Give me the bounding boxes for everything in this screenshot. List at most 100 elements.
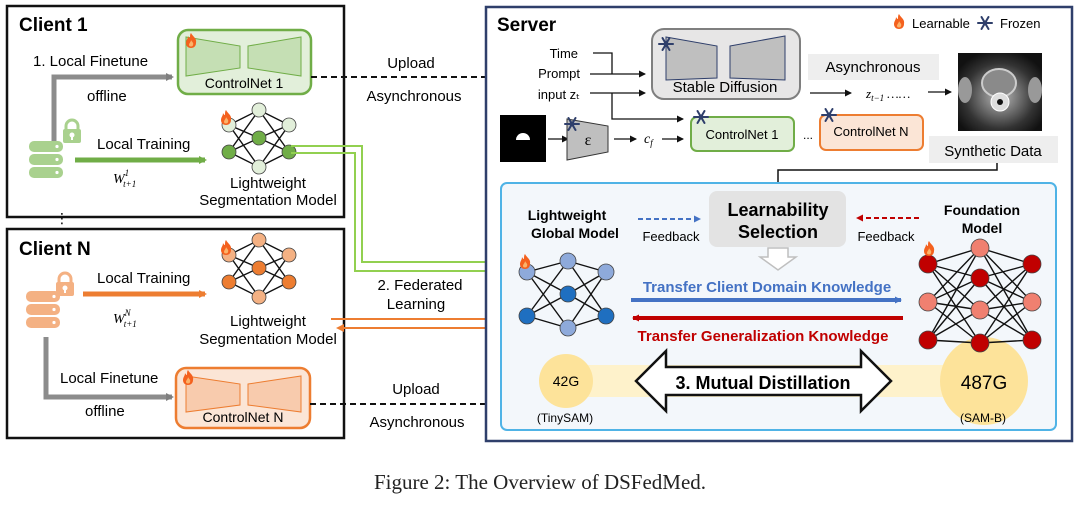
foundation-label-2: Model [962, 220, 1002, 236]
network-node [918, 254, 938, 274]
server-panel: Server Learnable Frozen Time Prompt inpu… [484, 5, 1074, 443]
network-node [221, 144, 237, 160]
sam-b-name: (SAM-B) [960, 411, 1006, 425]
client-n-controlnet-label: ControlNet N [203, 409, 284, 425]
synthetic-data-box [929, 136, 1058, 163]
tinysam-size: 42G [553, 373, 579, 389]
client-n-controlnet[interactable]: ControlNet N [174, 366, 312, 430]
network-node [559, 285, 577, 303]
network-edge [927, 263, 981, 311]
network-edge [979, 263, 1033, 311]
network-node [251, 130, 267, 146]
feedback-label-left: Feedback [642, 229, 700, 244]
network-edge [979, 309, 1033, 341]
learnability-selection-block[interactable]: Learnability Selection [709, 191, 846, 247]
client-1-finetune-label: 1. Local Finetune [33, 53, 148, 70]
network-node [251, 260, 267, 276]
synthetic-data-label: Synthetic Data [944, 143, 1042, 160]
network-node [518, 307, 536, 325]
network-edge [927, 301, 981, 344]
client-n-offline-label: offline [85, 403, 125, 420]
global-model-network [518, 252, 615, 337]
server-controlnet-1[interactable]: ControlNet 1 [690, 116, 795, 152]
upload-label-top: Upload [387, 55, 435, 72]
network-node [281, 117, 297, 133]
federated-link-up-2 [291, 152, 518, 275]
input-time: Time [550, 46, 578, 61]
federated-label-1: 2. Federated [377, 277, 462, 294]
network-node [281, 247, 297, 263]
network-edge [228, 254, 260, 298]
database-icon [26, 291, 60, 328]
server-controlnet-n[interactable]: ControlNet N [819, 114, 924, 151]
client-1-training-label: Local Training [97, 136, 190, 153]
transfer-client-label: Transfer Client Domain Knowledge [643, 279, 891, 296]
network-node [970, 238, 990, 258]
client-1-controlnet-label: ControlNet 1 [205, 75, 284, 91]
network-node [251, 102, 267, 118]
synthetic-mri-image [958, 53, 1042, 131]
client-1-panel: Client 1 1. Local Finetune offline Contr… [5, 4, 346, 219]
synthetic-to-selection-arrow [774, 163, 998, 191]
foundation-label-1: Foundation [944, 202, 1020, 218]
client-1-offline-label: offline [87, 88, 127, 105]
network-edge [927, 247, 981, 341]
network-edge [979, 263, 1033, 344]
input-to-controlnet-arrow [611, 93, 684, 123]
mask-blob [516, 133, 530, 140]
network-node [251, 289, 267, 305]
network-node [281, 274, 297, 290]
global-model-label-1: Lightweight [528, 207, 607, 223]
selection-down-arrow [757, 247, 799, 271]
network-node [221, 274, 237, 290]
encoder-block [566, 118, 609, 161]
network-node [559, 319, 577, 337]
network-node [559, 252, 577, 270]
time-connector [593, 52, 613, 74]
network-edge [567, 260, 607, 317]
network-edge [526, 271, 569, 329]
network-node [918, 330, 938, 350]
network-edge [979, 277, 1033, 303]
network-node [970, 268, 990, 288]
network-edge [927, 247, 981, 303]
federated-link-up-1 [291, 145, 516, 263]
figure-caption: Figure 2: The Overview of DSFedMed. [373, 470, 707, 494]
network-node [918, 292, 938, 312]
network-edge [228, 109, 260, 153]
client-n-model-label-1: Lightweight [230, 313, 307, 330]
network-edge [228, 124, 260, 168]
selection-label-2: Selection [738, 222, 818, 242]
more-clients-dots: ⋮ [55, 210, 69, 226]
legend-frozen: Frozen [1000, 16, 1040, 31]
tinysam-size-circle [539, 354, 593, 408]
network-edge [979, 277, 1033, 341]
client-n-finetune-label: Local Finetune [60, 370, 158, 387]
network-node [251, 159, 267, 175]
client-n-finetune-arrow [43, 337, 174, 401]
client-1-model-label-2: Segmentation Model [199, 192, 337, 209]
network-node [970, 333, 990, 353]
global-model-label-2: Global Model [531, 225, 619, 241]
network-node [1022, 254, 1042, 274]
async-label-box [808, 54, 939, 80]
sam-b-size: 487G [961, 373, 1007, 394]
network-edge [927, 309, 981, 341]
client-n-training-label: Local Training [97, 270, 190, 287]
controlnet-ellipsis: ... [803, 128, 813, 142]
client-1-controlnet[interactable]: ControlNet 1 [176, 28, 313, 96]
server-async-label: Asynchronous [825, 59, 920, 76]
stable-diffusion-block[interactable]: Stable Diffusion [651, 28, 801, 100]
client-1-title: Client 1 [19, 15, 88, 36]
network-node [1022, 330, 1042, 350]
stable-diffusion-label: Stable Diffusion [673, 79, 778, 96]
network-node [970, 300, 990, 320]
foundation-model-network [918, 238, 1042, 353]
network-edge [979, 247, 1033, 341]
network-edge [927, 277, 981, 341]
transfer-general-label: Transfer Generalization Knowledge [638, 328, 889, 345]
